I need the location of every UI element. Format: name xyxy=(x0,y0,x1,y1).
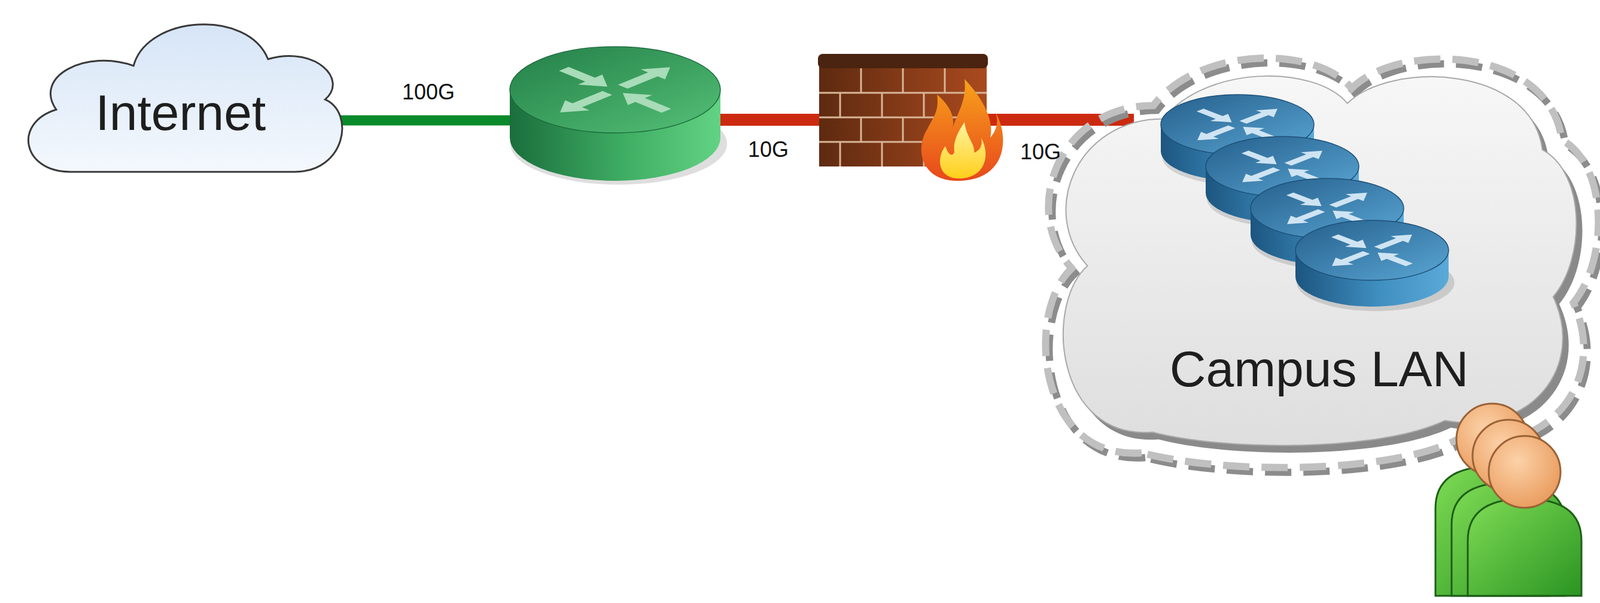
router-arrow xyxy=(1284,150,1323,166)
router-arrows xyxy=(1286,192,1368,224)
cloud-fill xyxy=(28,24,342,172)
router-arrow xyxy=(1329,192,1368,208)
wall-cap xyxy=(817,53,988,69)
router-icon xyxy=(1295,220,1455,312)
router-stack xyxy=(1160,94,1455,312)
mortar-line xyxy=(839,141,842,167)
mortar-line xyxy=(860,68,863,93)
router-arrow xyxy=(1286,192,1322,206)
dashed-outline xyxy=(1045,58,1599,468)
router-arrow xyxy=(618,67,671,89)
users-icon xyxy=(1435,403,1582,596)
mortar-line xyxy=(819,92,987,94)
firewall-icon xyxy=(817,53,1003,181)
router-arrows xyxy=(558,67,671,114)
cloud-fill xyxy=(1063,75,1577,446)
router-arrow xyxy=(1197,125,1236,141)
link-line xyxy=(335,115,539,126)
mortar-line xyxy=(923,92,926,118)
router-arrow xyxy=(1331,250,1370,266)
link-speed-label: 100G xyxy=(402,78,455,105)
mortar-line xyxy=(944,68,946,93)
router-arrow xyxy=(1241,150,1277,164)
mortar-line xyxy=(881,92,884,118)
dashed-outline-shadow xyxy=(1048,62,1600,473)
user-head xyxy=(1488,435,1561,508)
router-arrow xyxy=(1196,108,1233,123)
router-top xyxy=(1295,220,1449,281)
node-label: Internet xyxy=(95,83,266,142)
internet-cloud: Internet xyxy=(10,8,352,184)
mortar-line xyxy=(881,141,884,167)
mortar-line xyxy=(902,117,905,142)
router-icon xyxy=(509,46,728,185)
cloud-outline xyxy=(1020,40,1600,485)
router-arrow xyxy=(1239,108,1278,124)
flame-core xyxy=(940,122,986,179)
router-arrow xyxy=(1331,233,1367,248)
router-arrows xyxy=(1241,150,1323,182)
flame xyxy=(921,78,1004,181)
router-arrow xyxy=(558,67,608,87)
user-body xyxy=(1467,498,1582,596)
router-arrow xyxy=(1287,208,1325,224)
node-label: Campus LAN xyxy=(1169,339,1469,398)
router-top xyxy=(509,46,721,133)
router-arrow xyxy=(560,90,613,113)
campus-cloud: Campus LAN xyxy=(1020,40,1600,485)
router-arrows xyxy=(1331,233,1413,266)
router-icon xyxy=(509,46,728,185)
router-arrow xyxy=(1374,234,1413,250)
router-arrow xyxy=(1377,252,1413,267)
mortar-line xyxy=(902,68,905,93)
mortar-line xyxy=(860,117,863,142)
link-speed-label: 10G xyxy=(1020,138,1061,165)
router-arrows xyxy=(1196,108,1279,141)
mortar-line xyxy=(839,92,842,118)
router-arrow xyxy=(1242,166,1280,182)
router-arrow xyxy=(622,92,672,113)
link-speed-label: 10G xyxy=(747,136,789,163)
